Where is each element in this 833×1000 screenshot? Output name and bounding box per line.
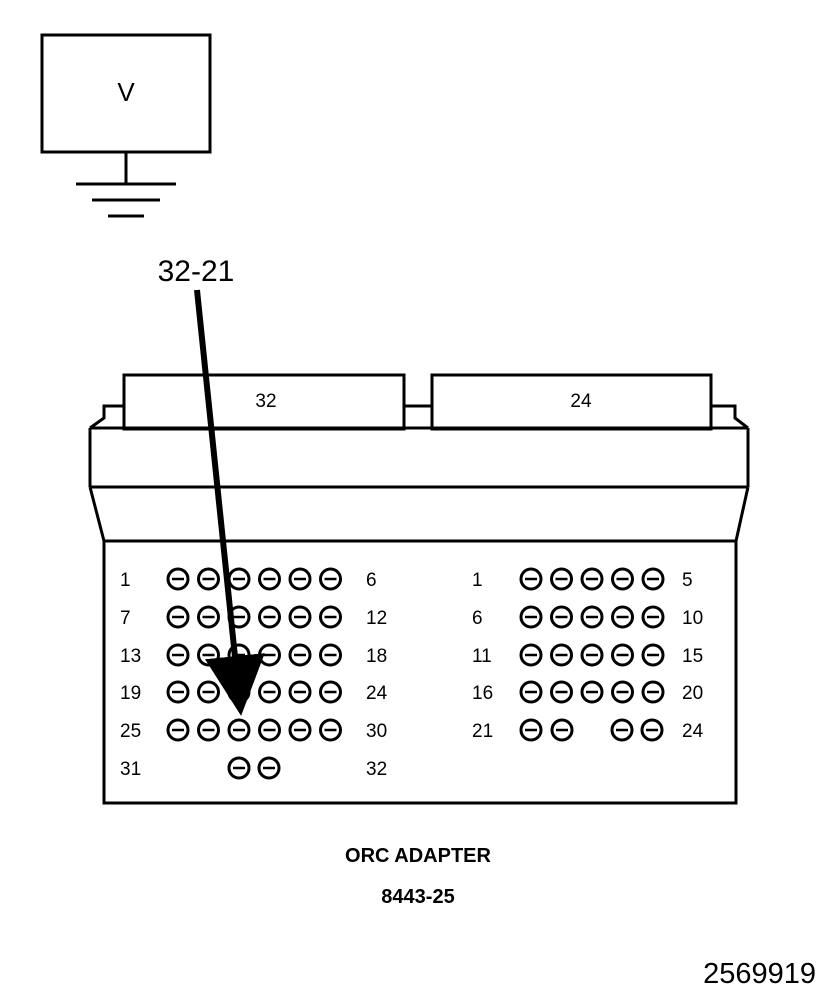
pin-row-start-label: 31 <box>120 759 141 780</box>
pin-socket-icon <box>166 680 190 704</box>
pin-row-end-label: 32 <box>366 759 387 780</box>
pin-socket-icon <box>197 567 220 591</box>
pin-row-end-label: 15 <box>682 646 703 667</box>
pin-socket-icon <box>580 680 604 704</box>
pin-row-start-label: 13 <box>120 646 141 667</box>
pin-row-end-label: 24 <box>682 721 704 742</box>
pin-row-start-label: 1 <box>120 570 131 591</box>
caption-title: ORC ADAPTER <box>345 845 491 867</box>
left-shoulder <box>89 404 124 430</box>
pin-socket-icon <box>197 605 220 629</box>
pin-socket-icon <box>166 718 190 742</box>
pin-socket-icon <box>641 605 665 629</box>
right-shoulder <box>711 404 749 430</box>
pin-socket-icon <box>580 605 604 629</box>
probe-label: 32-21 <box>158 255 235 288</box>
pin-socket-icon <box>519 718 543 742</box>
pin-socket-icon <box>227 567 251 591</box>
pin-socket-icon <box>640 718 664 742</box>
pin-socket-icon <box>641 680 665 704</box>
pin-socket-icon <box>288 680 312 704</box>
pin-socket-icon <box>288 567 312 591</box>
pin-socket-icon <box>580 567 604 591</box>
pin-socket-icon <box>258 567 281 591</box>
voltmeter: V <box>40 33 212 218</box>
pin-socket-icon <box>550 643 573 667</box>
pin-socket-icon <box>319 718 342 742</box>
pin-socket-icon <box>611 605 634 629</box>
pin-socket-icon <box>166 643 190 667</box>
pin-socket-icon <box>611 680 634 704</box>
pin-socket-icon <box>641 567 665 591</box>
pin-socket-icon <box>288 605 312 629</box>
pin-socket-icon <box>641 643 665 667</box>
pin-socket-icon <box>519 680 543 704</box>
pin-socket-icon <box>611 643 634 667</box>
pin-row-end-label: 10 <box>682 608 703 629</box>
figure-id: 2569919 <box>703 958 816 990</box>
pin-row-start-label: 19 <box>120 683 141 704</box>
connector-24-label: 24 <box>570 391 592 412</box>
caption-part-number: 8443-25 <box>381 886 454 908</box>
pin-socket-icon <box>258 605 281 629</box>
ground-icon <box>76 182 176 218</box>
pin-socket-icon <box>580 643 604 667</box>
pin-socket-icon <box>519 643 543 667</box>
pin-row-end-label: 18 <box>366 646 387 667</box>
pin-row-start-label: 16 <box>472 683 493 704</box>
pin-socket-icon <box>258 680 281 704</box>
pin-socket-icon <box>550 567 573 591</box>
pin-socket-icon <box>319 643 342 667</box>
pin-socket-icon <box>258 718 281 742</box>
pin-row-start-label: 1 <box>472 570 483 591</box>
pin-row-end-label: 20 <box>682 683 703 704</box>
pin-row-end-label: 24 <box>366 683 388 704</box>
pin-row-start-label: 11 <box>472 646 492 667</box>
pin-socket-icon <box>227 756 251 780</box>
pin-socket-icon <box>257 756 281 780</box>
pin-socket-icon <box>319 680 342 704</box>
connector-24-housing <box>430 373 713 431</box>
voltmeter-box <box>40 33 212 154</box>
pin-socket-icon <box>519 605 543 629</box>
pin-socket-icon <box>288 643 312 667</box>
probe-arrow <box>194 289 265 716</box>
pin-socket-icon <box>258 643 281 667</box>
pin-row-end-label: 12 <box>366 608 387 629</box>
pin-socket-icon <box>166 605 190 629</box>
pin-socket-icon <box>227 718 251 742</box>
pin-socket-icon <box>288 718 312 742</box>
connector-32-label: 32 <box>255 391 276 412</box>
pin-socket-icon <box>550 605 573 629</box>
pin-row-start-label: 25 <box>120 721 141 742</box>
voltmeter-label: V <box>117 77 135 107</box>
pin-row-start-label: 21 <box>472 721 493 742</box>
pin-row-start-label: 6 <box>472 608 483 629</box>
pin-socket-icon <box>166 567 190 591</box>
pin-socket-icon <box>197 643 220 667</box>
pin-row-end-label: 6 <box>366 570 377 591</box>
pin-socket-icon <box>611 567 634 591</box>
pin-socket-icon <box>550 680 573 704</box>
pin-socket-icon <box>319 605 342 629</box>
pin-socket-icon <box>197 680 220 704</box>
pin-row-end-label: 5 <box>682 570 693 591</box>
pin-socket-icon <box>550 718 574 742</box>
pin-socket-icon <box>610 718 634 742</box>
pin-socket-icon <box>319 567 342 591</box>
pin-row-start-label: 7 <box>120 608 131 629</box>
pin-socket-icon <box>519 567 543 591</box>
pin-socket-icon <box>197 718 220 742</box>
pin-row-end-label: 30 <box>366 721 387 742</box>
